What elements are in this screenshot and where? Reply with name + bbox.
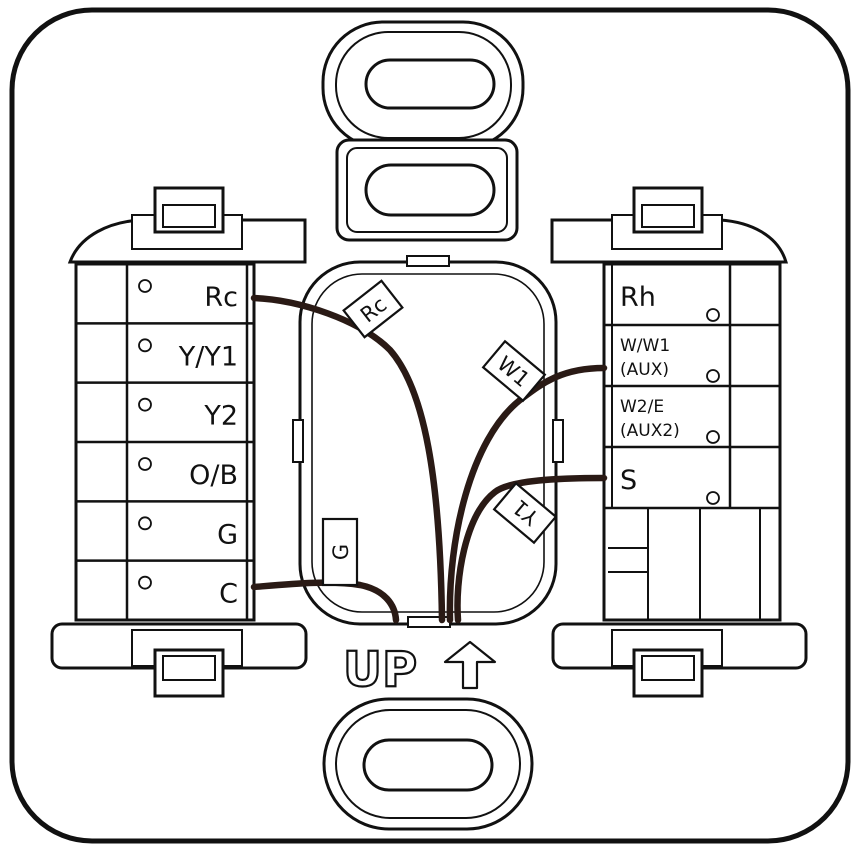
right-terminal-label: W/W1 xyxy=(620,336,670,356)
bottom-mounting-slot xyxy=(322,697,534,831)
left-terminal-1: Y/Y1 xyxy=(76,322,254,372)
terminal-screw-hole xyxy=(706,491,720,505)
terminal-screw-hole xyxy=(138,279,152,293)
right-terminal-2: W2/E (AUX2) xyxy=(604,384,780,444)
top-mounting-slot xyxy=(321,20,525,242)
right-terminal-label: W2/E xyxy=(620,397,664,417)
right-terminal-label: Rh xyxy=(620,282,656,313)
right-bottom-clip xyxy=(551,622,808,698)
terminal-screw-hole xyxy=(138,338,152,353)
left-terminal-4: G xyxy=(76,500,254,550)
right-terminal-block xyxy=(602,262,782,622)
right-terminal-1: W/W1 (AUX) xyxy=(604,323,780,383)
wire-w1 xyxy=(446,364,608,624)
right-terminal-3: S xyxy=(604,445,780,505)
up-arrow-icon xyxy=(443,640,497,690)
left-terminal-label: Y/Y1 xyxy=(178,341,238,372)
terminal-screw-hole xyxy=(138,397,152,412)
wire-y1 xyxy=(454,474,608,624)
left-terminal-label: Y2 xyxy=(203,401,238,432)
left-terminal-3: O/B xyxy=(76,440,254,491)
left-terminal-label: O/B xyxy=(189,460,238,491)
left-terminal-label: G xyxy=(217,519,238,550)
terminal-screw-hole xyxy=(138,457,152,471)
terminal-screw-hole xyxy=(706,308,720,322)
right-terminal-label: S xyxy=(620,465,637,496)
tag-y1: Y1 xyxy=(492,481,558,545)
left-terminal-0: Rc xyxy=(138,279,238,313)
terminal-screw-hole xyxy=(706,369,720,383)
right-terminal-0: Rh xyxy=(620,282,720,322)
terminal-screw-hole xyxy=(138,516,152,531)
terminal-screw-hole xyxy=(138,575,152,590)
tag-g-text: G xyxy=(329,544,353,560)
terminal-screw-hole xyxy=(706,430,720,444)
left-top-clip xyxy=(67,186,307,264)
tag-rc: Rc xyxy=(342,279,404,339)
left-terminal-label: Rc xyxy=(204,282,238,313)
left-bottom-clip xyxy=(50,622,308,698)
left-terminal-2: Y2 xyxy=(76,381,254,432)
tag-g: G xyxy=(321,517,359,587)
right-terminal-rows: RhW/W1 (AUX) W2/E (AUX2) S xyxy=(604,282,780,505)
up-label: UP xyxy=(343,642,417,698)
wire-rc xyxy=(250,294,446,624)
right-terminal-sublabel: (AUX) xyxy=(620,360,669,380)
right-terminal-sublabel: (AUX2) xyxy=(620,421,680,441)
left-terminal-5: C xyxy=(76,559,254,610)
right-top-clip xyxy=(550,186,789,264)
left-terminal-label: C xyxy=(219,579,238,610)
